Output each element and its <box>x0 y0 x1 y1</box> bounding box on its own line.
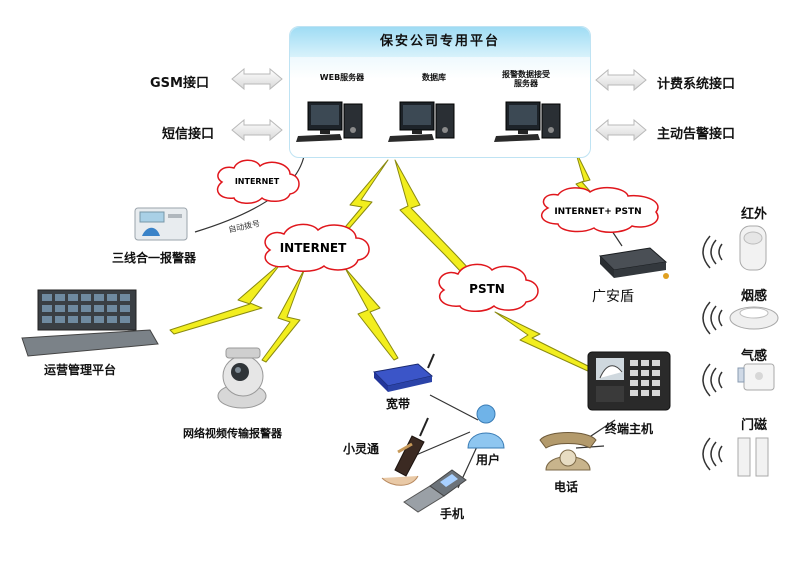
sensor-gas-label: 气感 <box>741 349 768 364</box>
sensor-gas-icon <box>737 363 775 391</box>
server-alarm-label: 报警数据接受服务器 <box>502 70 550 88</box>
cloud-internet-main-label: INTERNET <box>280 241 347 255</box>
server-alarm-icon <box>494 101 561 142</box>
cloud-internet-small <box>216 159 300 204</box>
server-db-icon <box>388 101 455 142</box>
video-alarm-label: 网络视频传输报警器 <box>183 427 282 440</box>
terminal-host-icon <box>587 351 671 411</box>
cloud-internet-small-label: INTERNET <box>235 177 280 186</box>
broadband-label: 宽带 <box>386 397 411 411</box>
broadband-modem-icon <box>372 353 435 392</box>
arrow-gsm <box>231 67 283 91</box>
billing-interface-label: 计费系统接口 <box>657 77 736 92</box>
bolt-platform-pstn <box>394 159 471 274</box>
sms-interface-label: 短信接口 <box>162 127 215 142</box>
sensor-smoke-label: 烟感 <box>741 289 768 304</box>
server-db-label: 数据库 <box>422 73 446 82</box>
alarm-push-interface-label: 主动告警接口 <box>657 127 736 142</box>
arrow-sms <box>231 118 283 142</box>
ops-platform-label: 运营管理平台 <box>44 363 117 377</box>
xiaolingtong-label: 小灵通 <box>343 442 380 456</box>
telephone-label: 电话 <box>554 480 579 494</box>
bolt-internet-broadband <box>344 267 399 361</box>
terminal-host-label: 终端主机 <box>605 422 654 436</box>
three-in-one-alarm-icon <box>134 207 188 241</box>
server-web-label: WEB服务器 <box>319 73 365 82</box>
phs-phone-icon <box>381 417 429 486</box>
platform-title: 保安公司专用平台 <box>290 27 590 57</box>
auto-dial-label: 自动拨号 <box>227 218 260 234</box>
arrow-alarm-push <box>595 118 647 142</box>
mobile-phone-label: 手机 <box>440 507 465 521</box>
bolt-internet-video <box>261 267 306 363</box>
gsm-interface-label: GSM接口 <box>150 76 209 91</box>
mobile-phone-icon <box>403 469 467 513</box>
cloud-internet-pstn <box>540 186 659 233</box>
video-camera-icon <box>217 347 267 409</box>
sensor-door-label: 门磁 <box>741 418 768 433</box>
ops-platform-icon <box>21 289 159 357</box>
guang-an-dun-icon <box>598 247 669 279</box>
server-computers <box>296 101 561 142</box>
wireless-signal-icons <box>702 235 723 471</box>
cloud-internet-pstn-label: INTERNET+ PSTN <box>554 207 641 217</box>
sensor-infrared-icon <box>739 225 767 271</box>
user-figure-icon <box>467 404 505 449</box>
cloud-pstn-label: PSTN <box>469 282 505 296</box>
bolt-internet-ops <box>169 261 283 335</box>
cloud-internet-main <box>264 223 370 272</box>
sensor-door-icon <box>737 437 769 477</box>
guang-an-dun-label: 广安盾 <box>592 289 634 305</box>
sensor-infrared-label: 红外 <box>741 207 768 222</box>
arrow-billing <box>595 68 647 92</box>
lightning-bolts <box>169 149 603 373</box>
cloud-pstn <box>438 263 539 312</box>
sensor-smoke-icon <box>729 306 779 330</box>
three-in-one-label: 三线合一报警器 <box>112 251 197 265</box>
telephone-icon <box>539 432 597 471</box>
server-web-icon <box>296 101 363 142</box>
user-label: 用户 <box>476 453 501 467</box>
bolt-pstn-terminal <box>494 311 593 373</box>
